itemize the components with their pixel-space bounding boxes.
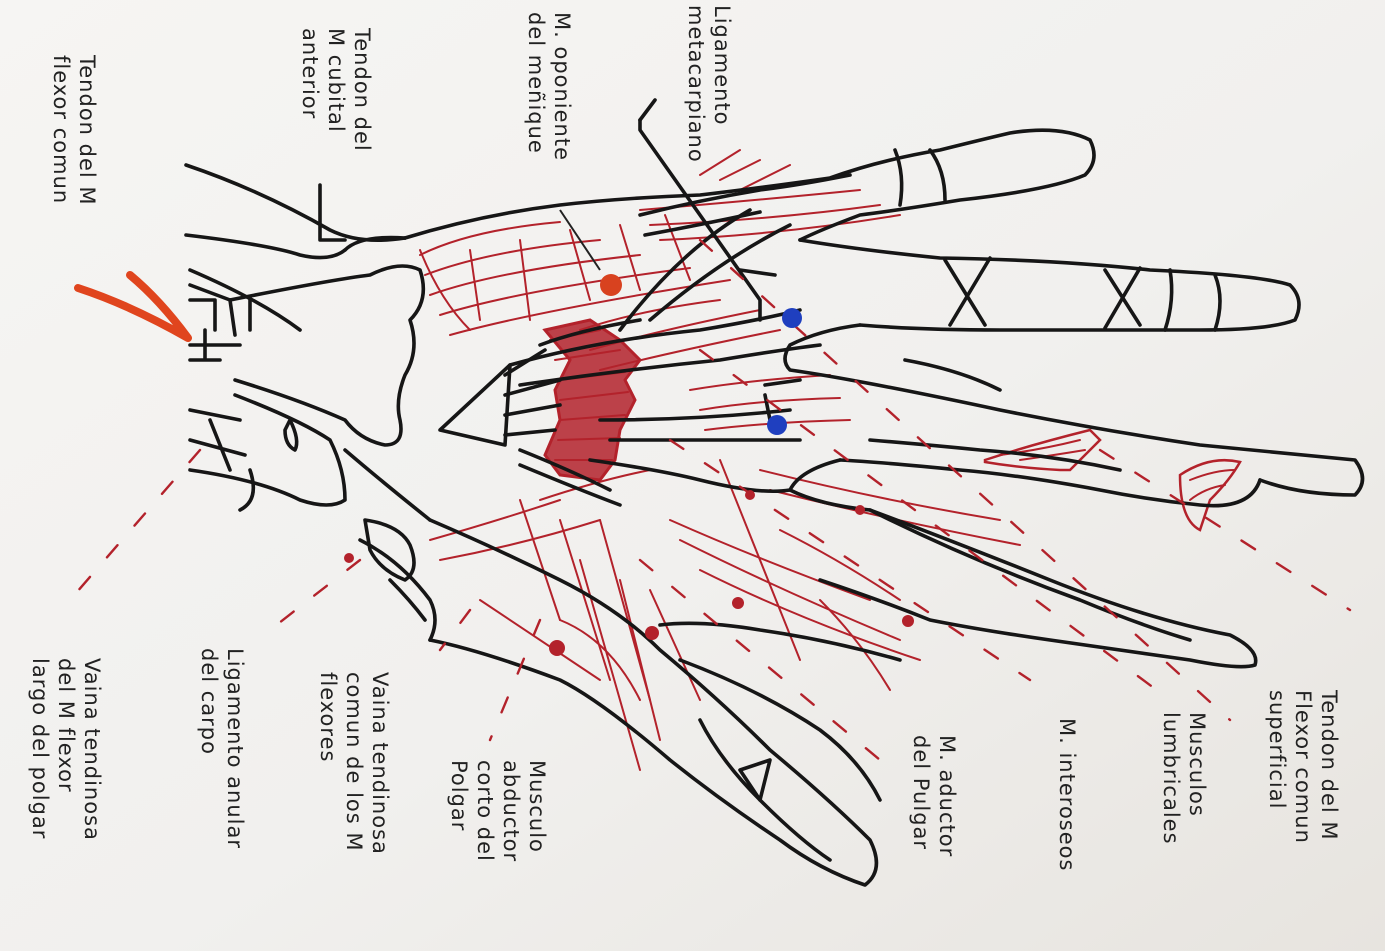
label-line: Vaina tendinosa	[368, 672, 392, 855]
label-line: Ligamento anular	[223, 648, 247, 849]
label-line: Ligamento	[710, 5, 734, 126]
label-line: del M flexor	[54, 658, 78, 793]
label-line: del Pulgar	[909, 735, 933, 850]
label-line: del meñique	[524, 12, 548, 154]
label-line: corto del	[473, 760, 497, 862]
label-line: M cubital	[324, 28, 348, 133]
label-line: del carpo	[197, 648, 221, 755]
label-line: comun de los M	[342, 672, 366, 852]
label-line: lumbricales	[1159, 712, 1183, 845]
label-m-interoseos: M. interoseos	[1055, 718, 1079, 871]
label-line: abductor	[499, 760, 523, 862]
label-line: metacarpiano	[684, 5, 708, 163]
label-line: Musculo	[525, 760, 549, 853]
label-line: Tendon del M	[75, 54, 99, 206]
label-line: flexor comun	[49, 55, 73, 204]
label-line: superficial	[1265, 690, 1289, 809]
blue-dot-upper	[782, 308, 802, 328]
label-line: anterior	[298, 28, 322, 119]
label-line: M. aductor	[935, 735, 959, 857]
label-line: flexores	[316, 672, 340, 762]
label-line: Vaina tendinosa	[80, 658, 104, 841]
label-line: Tendon del M	[1317, 689, 1341, 841]
label-line: Musculos	[1185, 712, 1209, 817]
label-line: Flexor comun	[1291, 690, 1315, 844]
label-line: Polgar	[447, 760, 471, 831]
blue-dot-lower	[767, 415, 787, 435]
label-line: M. interoseos	[1055, 718, 1079, 871]
label-line: largo del polgar	[28, 658, 52, 839]
dot-oponente-marker	[600, 274, 622, 296]
label-line: M. oponiente	[550, 12, 574, 161]
label-line: Tendon del	[350, 27, 374, 152]
